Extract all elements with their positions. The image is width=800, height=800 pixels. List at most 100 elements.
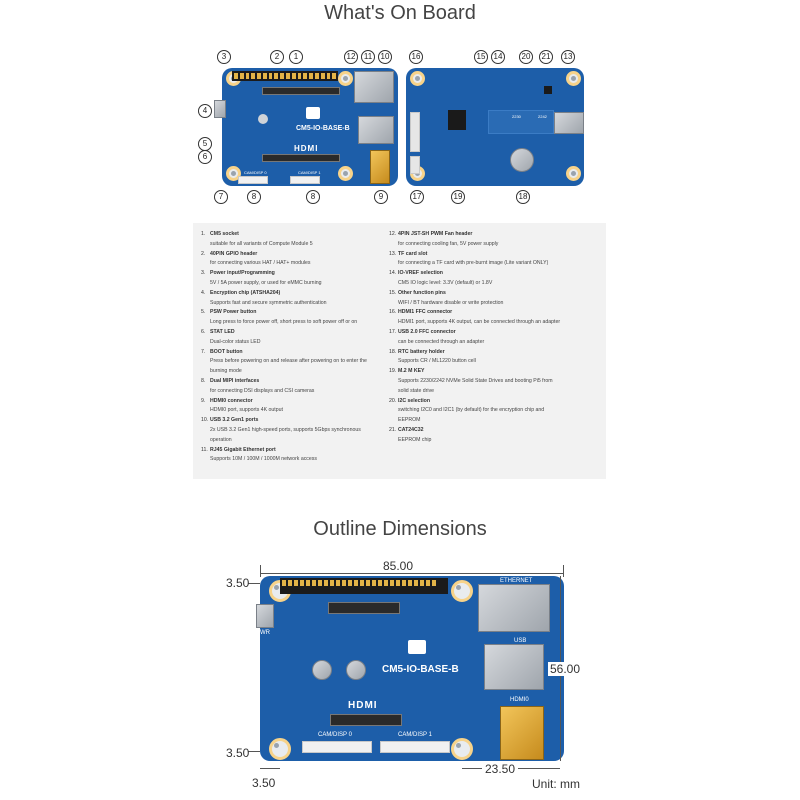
feature-description: 5V / 5A power supply, or used for eMMC b… bbox=[210, 279, 322, 286]
callout-8b: 8 bbox=[306, 190, 320, 204]
feature-description: Supports 2230/2242 NVMe Solid State Driv… bbox=[398, 377, 553, 384]
feature-heading-row: 6. STAT LED bbox=[201, 328, 391, 338]
callout-5: 5 bbox=[198, 137, 212, 151]
feature-description: EEPROM bbox=[398, 417, 421, 424]
callout-9: 9 bbox=[374, 190, 388, 204]
feature-heading-row: 16.HDMI1 FFC connector bbox=[389, 308, 579, 318]
feature-number: 14. bbox=[389, 270, 397, 277]
feature-heading-row: 19.M.2 M KEY bbox=[389, 367, 579, 377]
m2-2242-label: 2242 bbox=[538, 114, 547, 119]
board-logo-icon bbox=[306, 107, 320, 119]
callout-11: 11 bbox=[361, 50, 375, 64]
feature-description: Press before powering on and release aft… bbox=[210, 358, 367, 365]
feature-description: HDMI1 port, supports 4K output, can be c… bbox=[398, 319, 561, 326]
outline-ethernet-label: ETHERNET bbox=[500, 578, 533, 584]
feature-title: M.2 M KEY bbox=[398, 368, 425, 375]
feature-number: 9. bbox=[201, 397, 206, 404]
feature-description: for connecting a TF card with pre-burnt … bbox=[398, 260, 549, 267]
feature-number: 6. bbox=[201, 328, 206, 335]
callout-3: 3 bbox=[217, 50, 231, 64]
feature-number: 8. bbox=[201, 377, 206, 384]
dim-hole-offset-left: 3.50 bbox=[252, 776, 276, 790]
outline-cam-disp-0-label: CAM/DISP 0 bbox=[318, 732, 352, 738]
feature-item: 4.Encryption chip (ATSHA204)Supports fas… bbox=[201, 289, 391, 309]
feature-number: 12. bbox=[389, 231, 397, 237]
feature-heading-row: 12.4PIN JST-SH PWM Fan header bbox=[389, 230, 579, 240]
feature-title: USB 2.0 FFC connector bbox=[398, 328, 456, 335]
callout-17: 17 bbox=[410, 190, 424, 204]
callout-16: 16 bbox=[409, 50, 423, 64]
feature-description: Supports 10M / 100M / 1000M network acce… bbox=[210, 456, 317, 463]
feature-title: IO-VREF selection bbox=[398, 270, 443, 277]
feature-description: Long press to force power off, short pre… bbox=[210, 319, 358, 326]
callout-19: 19 bbox=[451, 190, 465, 204]
feature-description: WIFI / BT hardware disable or write prot… bbox=[398, 299, 504, 306]
feature-heading-row: 13.TF card slot bbox=[389, 250, 579, 260]
feature-number: 15. bbox=[389, 289, 397, 296]
feature-heading-row: 20.I2C selection bbox=[389, 397, 579, 407]
unit-label: Unit: mm bbox=[532, 777, 580, 791]
feature-heading-row: 7. BOOT button bbox=[201, 348, 391, 358]
board-hdmi-logo: HDMI bbox=[294, 144, 319, 153]
feature-heading-row: 11.RJ45 Gigabit Ethernet port bbox=[201, 446, 391, 456]
feature-title: HDMI1 FFC connector bbox=[398, 309, 453, 316]
m2-2230-label: 2230 bbox=[512, 114, 521, 119]
feature-number: 21. bbox=[389, 426, 397, 433]
feature-number: 13. bbox=[389, 250, 397, 257]
callout-7: 7 bbox=[214, 190, 228, 204]
feature-title: USB 3.2 Gen1 ports bbox=[210, 417, 259, 424]
feature-description: HDMI0 port, supports 4K output bbox=[210, 407, 283, 414]
feature-title: BOOT button bbox=[210, 348, 243, 355]
feature-title: CAT24C32 bbox=[398, 426, 424, 433]
feature-title: 4PIN JST-SH PWM Fan header bbox=[398, 231, 473, 237]
feature-description: CM5 IO logic level: 3.3V (default) or 1.… bbox=[398, 279, 493, 286]
feature-number: 7. bbox=[201, 348, 206, 355]
callout-15: 15 bbox=[474, 50, 488, 64]
cam-disp-0-label: CAM/DISP 0 bbox=[244, 170, 267, 175]
feature-heading-row: 3.Power input/Programming bbox=[201, 269, 391, 279]
feature-heading-row: 4.Encryption chip (ATSHA204) bbox=[201, 289, 391, 299]
feature-heading-row: 5.PSW Power button bbox=[201, 308, 391, 318]
feature-title: STAT LED bbox=[210, 328, 235, 335]
callout-14: 14 bbox=[491, 50, 505, 64]
feature-number: 4. bbox=[201, 289, 206, 296]
feature-heading-row: 9. HDMI0 connector bbox=[201, 397, 391, 407]
feature-number: 1. bbox=[201, 231, 206, 237]
callout-20: 20 bbox=[519, 50, 533, 64]
section-title-outline-dimensions: Outline Dimensions bbox=[313, 518, 487, 540]
outline-hdmi-logo: HDMI bbox=[348, 700, 378, 711]
callout-10: 10 bbox=[378, 50, 392, 64]
feature-heading-row: 10.USB 3.2 Gen1 ports bbox=[201, 416, 391, 426]
feature-title: RTC battery holder bbox=[398, 348, 445, 355]
outline-hdmi0-label: HDMI0 bbox=[510, 697, 529, 703]
outline-cam-disp-1-label: CAM/DISP 1 bbox=[398, 732, 432, 738]
feature-title: TF card slot bbox=[398, 250, 428, 257]
feature-title: Other function pins bbox=[398, 289, 446, 296]
feature-title: CM5 socket bbox=[210, 231, 239, 237]
feature-description: burning mode bbox=[210, 368, 242, 375]
callout-21: 21 bbox=[539, 50, 553, 64]
feature-number: 3. bbox=[201, 270, 206, 277]
feature-number: 18. bbox=[389, 348, 397, 355]
feature-description: suitable for all variants of Compute Mod… bbox=[210, 240, 313, 247]
feature-description: for connecting DSI displays and CSI came… bbox=[210, 387, 315, 394]
feature-title: HDMI0 connector bbox=[210, 397, 253, 404]
callout-4: 4 bbox=[198, 104, 212, 118]
dim-hole-spacing-bottom: 23.50 bbox=[482, 762, 519, 776]
